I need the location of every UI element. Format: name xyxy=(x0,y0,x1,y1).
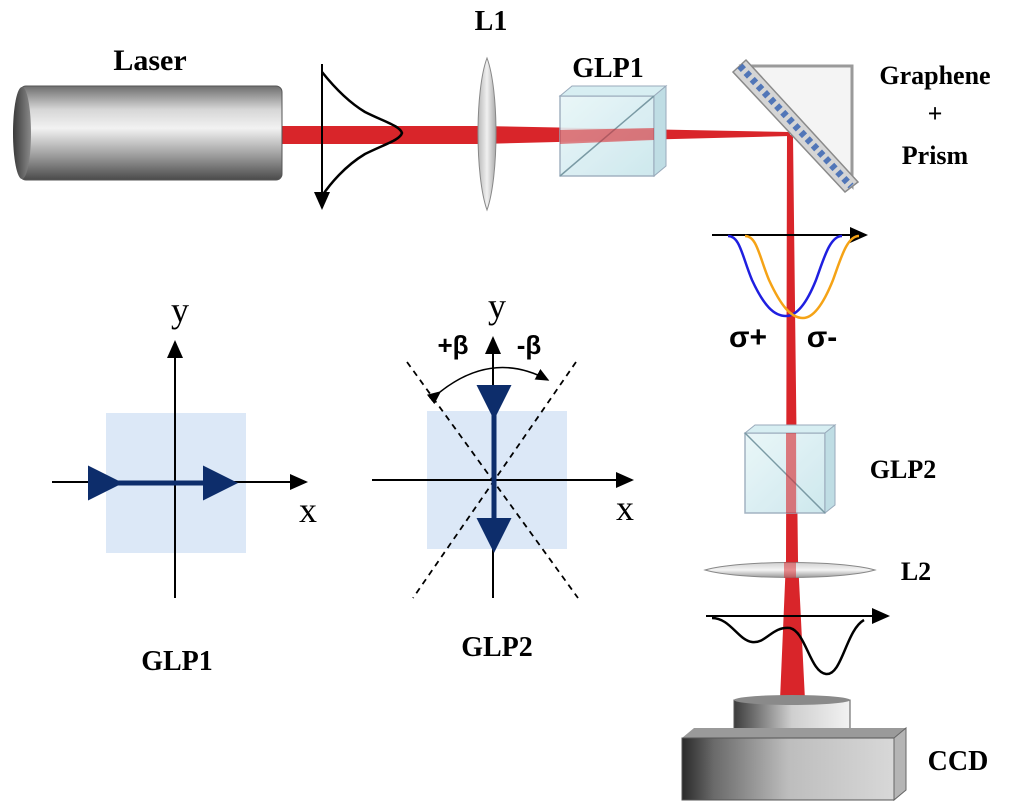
graphene-label: Graphene xyxy=(879,61,990,90)
glp2-right-label: GLP2 xyxy=(870,455,936,484)
polarizer-glp2 xyxy=(743,423,837,515)
glp1-caption: GLP1 xyxy=(141,646,213,677)
ccd-camera xyxy=(681,695,907,802)
reflected-beam xyxy=(780,135,805,700)
glp2-polarization-inset xyxy=(372,336,634,599)
polarizer-glp1 xyxy=(558,84,668,178)
plus-label: + xyxy=(928,99,943,128)
ccd-label: CCD xyxy=(928,746,989,777)
glp2-y-axis-label: y xyxy=(488,286,506,326)
lens-l1 xyxy=(477,56,497,212)
minus-beta-label: -β xyxy=(517,330,542,360)
graphene-prism xyxy=(731,58,860,194)
prism-label: Prism xyxy=(902,141,969,170)
glp1-polarization-inset xyxy=(52,340,308,598)
gaussian-profile-icon xyxy=(314,64,404,210)
glp2-x-axis-label: x xyxy=(616,488,634,528)
lens-l2 xyxy=(703,562,877,578)
glp2-caption: GLP2 xyxy=(461,632,533,663)
l2-label: L2 xyxy=(901,557,931,586)
glp1-top-label: GLP1 xyxy=(572,53,644,84)
plus-beta-label: +β xyxy=(437,330,468,360)
sigma-minus-label: σ- xyxy=(807,321,838,354)
laser xyxy=(13,85,283,181)
spin-split-profiles xyxy=(712,227,868,320)
output-profile xyxy=(706,608,890,676)
l1-label: L1 xyxy=(475,6,508,37)
sigma-plus-label: σ+ xyxy=(729,321,767,354)
glp1-x-axis-label: x xyxy=(299,490,317,530)
glp1-y-axis-label: y xyxy=(171,290,189,330)
laser-beam xyxy=(280,126,790,144)
laser-label: Laser xyxy=(113,44,186,77)
